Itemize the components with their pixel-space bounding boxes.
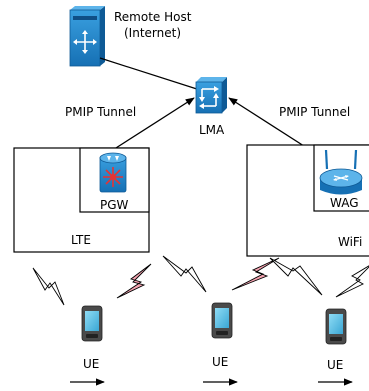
ue-label: UE <box>212 355 228 369</box>
ue-middle: UE <box>203 302 238 386</box>
wifi-signal-icon <box>335 265 369 298</box>
remote-host-sublabel: (Internet) <box>124 26 181 40</box>
gateway-router-icon <box>99 152 127 193</box>
wag-node: WAG <box>319 149 363 210</box>
tunnel-arrow-left <box>104 97 195 156</box>
lte-label: LTE <box>71 233 91 247</box>
lma-label: LMA <box>199 123 225 137</box>
server-icon <box>69 6 105 67</box>
remote-host-node: Remote Host (Internet) <box>69 6 192 67</box>
link-remote-host-lma <box>99 57 201 91</box>
radio-signals <box>32 255 369 306</box>
lte-network: LTE <box>13 147 150 253</box>
wifi-signal-icon <box>162 255 207 293</box>
tunnel-label-right: PMIP Tunnel <box>279 105 350 119</box>
wag-label: WAG <box>330 196 359 210</box>
phone-icon <box>81 305 103 342</box>
wifi-label: WiFi <box>338 235 362 249</box>
router-icon <box>195 77 227 114</box>
pgw-node: PGW <box>99 152 129 212</box>
lma-node: LMA <box>195 77 227 137</box>
wifi-signal-icon <box>32 267 65 306</box>
lte-signal-icon <box>231 257 280 291</box>
pmip-tunnel-left: PMIP Tunnel <box>65 97 195 156</box>
remote-host-label: Remote Host <box>114 10 192 24</box>
ue-label: UE <box>327 358 343 372</box>
ue-right: UE <box>318 308 353 386</box>
wireless-router-icon <box>319 149 363 195</box>
pgw-label: PGW <box>100 198 129 212</box>
phone-icon <box>211 302 233 339</box>
lte-signal-icon <box>116 263 152 299</box>
phone-icon <box>325 308 347 345</box>
ue-label: UE <box>83 357 99 371</box>
ue-left: UE <box>70 305 105 386</box>
tunnel-label-left: PMIP Tunnel <box>65 105 136 119</box>
wifi-signal-icon <box>269 257 323 296</box>
